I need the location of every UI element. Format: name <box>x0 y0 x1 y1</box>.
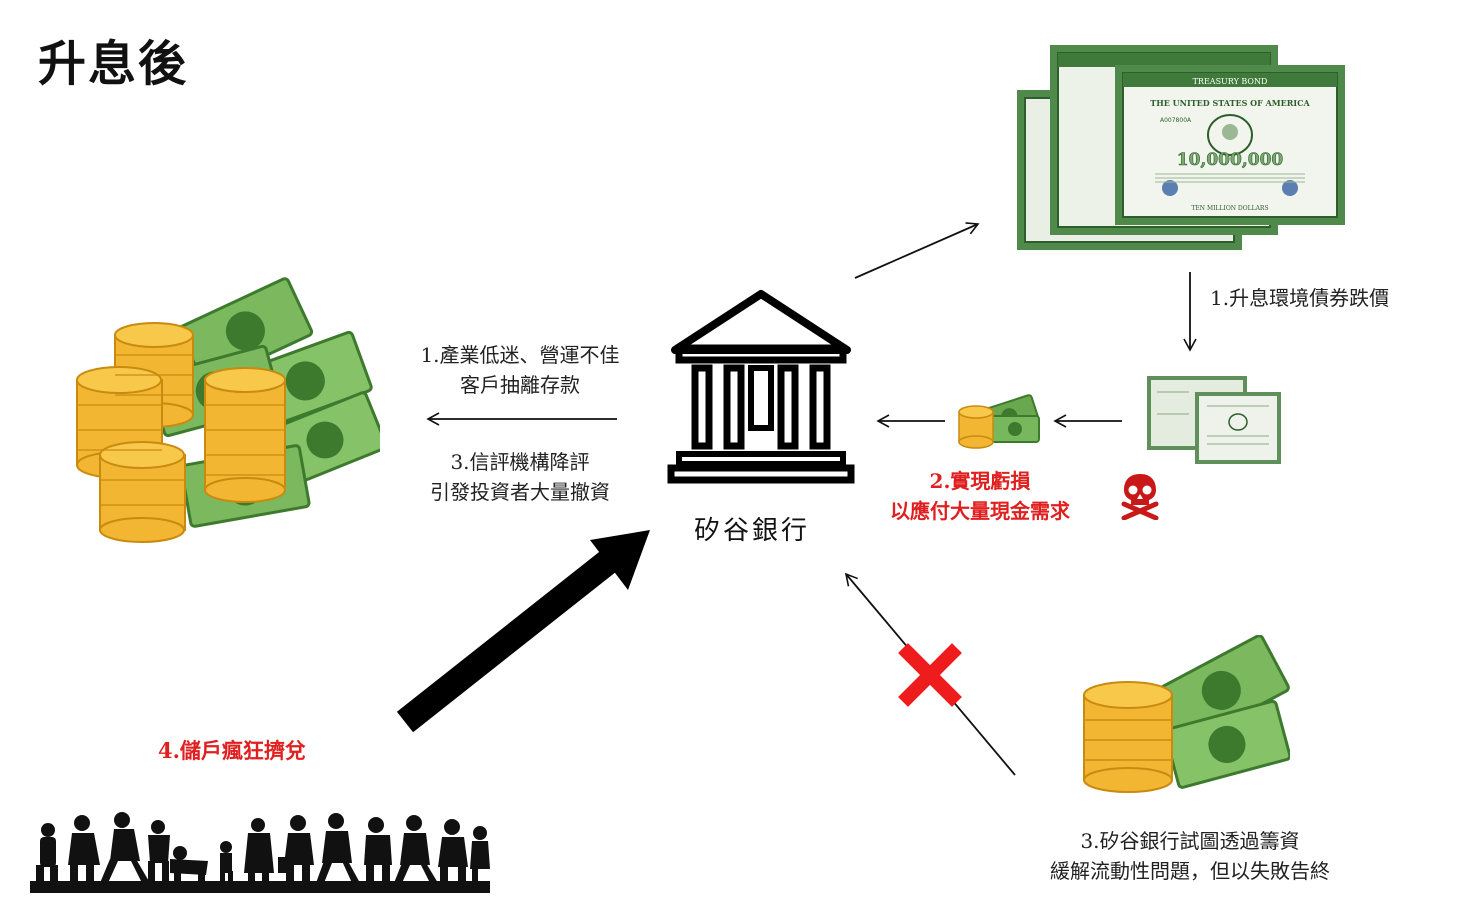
bond-devalue-text: 1.升息環境債券跌價 <box>1210 286 1390 310</box>
deposit-withdrawal-line1: 1.產業低迷、營運不佳 <box>420 343 620 367</box>
page-title: 升息後 <box>38 36 189 92</box>
funding-failure-line1: 3.矽谷銀行試圖透過籌資 <box>1080 829 1300 853</box>
funding-money-icon <box>1083 635 1290 793</box>
skull-crossbones-icon <box>1121 474 1159 520</box>
bond-serial: A007800A <box>1160 117 1192 124</box>
funding-failure-line2: 緩解流動性問題，但以失敗告終 <box>1050 859 1330 883</box>
failure-x-icon <box>898 643 962 707</box>
deposit-withdrawal-line2: 客戶抽離存款 <box>460 373 580 397</box>
bank-run-text: 4.儲戶瘋狂擠兌 <box>158 738 306 763</box>
crowd-silhouette-icon <box>30 812 490 893</box>
bank-building-icon <box>667 290 855 484</box>
devalued-bonds-icon <box>1147 376 1281 464</box>
bank-run-arrow <box>396 530 650 733</box>
deposit-withdrawal-text: 1.產業低迷、營運不佳 客戶抽離存款 <box>385 340 655 400</box>
realized-loss-line1: 2.實現虧損 <box>929 469 1031 493</box>
bank-to-bonds-arrow <box>854 222 980 279</box>
realized-loss-text: 2.實現虧損 以應付大量現金需求 <box>880 466 1080 526</box>
bond-header: TREASURY BOND <box>1193 77 1268 86</box>
bond-issuer: THE UNITED STATES OF AMERICA <box>1150 98 1310 108</box>
treasury-bonds-icon: TREASURY BOND THE UNITED STATES OF AMERI… <box>1017 45 1345 250</box>
downgrade-line2: 引發投資者大量撤資 <box>430 480 610 504</box>
small-cash-icon <box>958 394 1040 449</box>
bank-label: 矽谷銀行 <box>694 516 811 546</box>
downgrade-text: 3.信評機構降評 引發投資者大量撤資 <box>385 447 655 507</box>
downgrade-line1: 3.信評機構降評 <box>450 450 590 474</box>
funding-failure-text: 3.矽谷銀行試圖透過籌資 緩解流動性問題，但以失敗告終 <box>1000 826 1380 886</box>
bond-front: TREASURY BOND THE UNITED STATES OF AMERI… <box>1115 65 1345 225</box>
bond-footer: TEN MILLION DOLLARS <box>1191 205 1268 212</box>
bond-amount: 10,000,000 <box>1177 150 1284 170</box>
money-pile-icon <box>76 277 380 543</box>
realized-loss-line2: 以應付大量現金需求 <box>890 499 1070 523</box>
